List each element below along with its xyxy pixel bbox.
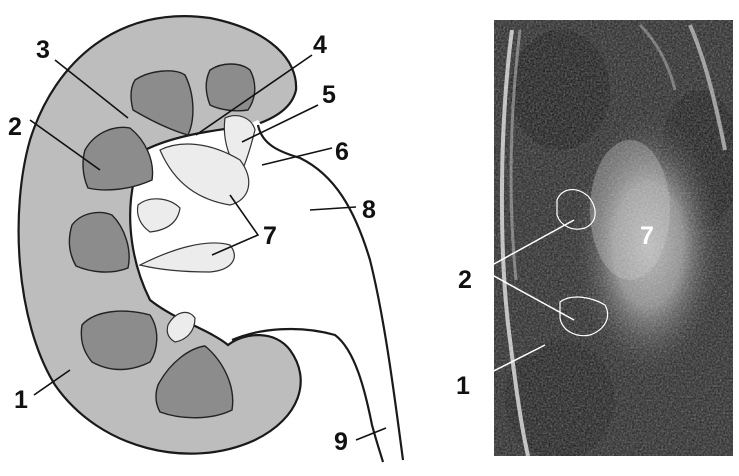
pyramid xyxy=(206,64,255,111)
label-4: 4 xyxy=(313,31,327,59)
label-7: 7 xyxy=(263,222,277,250)
label-2: 2 xyxy=(8,113,22,141)
kidney-diagram: 1 2 3 4 5 6 7 8 9 xyxy=(8,16,403,462)
us-label-1: 1 xyxy=(456,372,470,400)
us-label-2: 2 xyxy=(458,266,472,294)
pyramid xyxy=(81,311,156,369)
us-label-7: 7 xyxy=(640,222,654,250)
ultrasound-image: 2 1 7 xyxy=(456,20,739,460)
label-6: 6 xyxy=(335,138,349,166)
label-9: 9 xyxy=(334,428,348,456)
label-3: 3 xyxy=(36,36,50,64)
label-1: 1 xyxy=(14,386,28,414)
label-5: 5 xyxy=(322,81,336,109)
label-8: 8 xyxy=(362,196,376,224)
